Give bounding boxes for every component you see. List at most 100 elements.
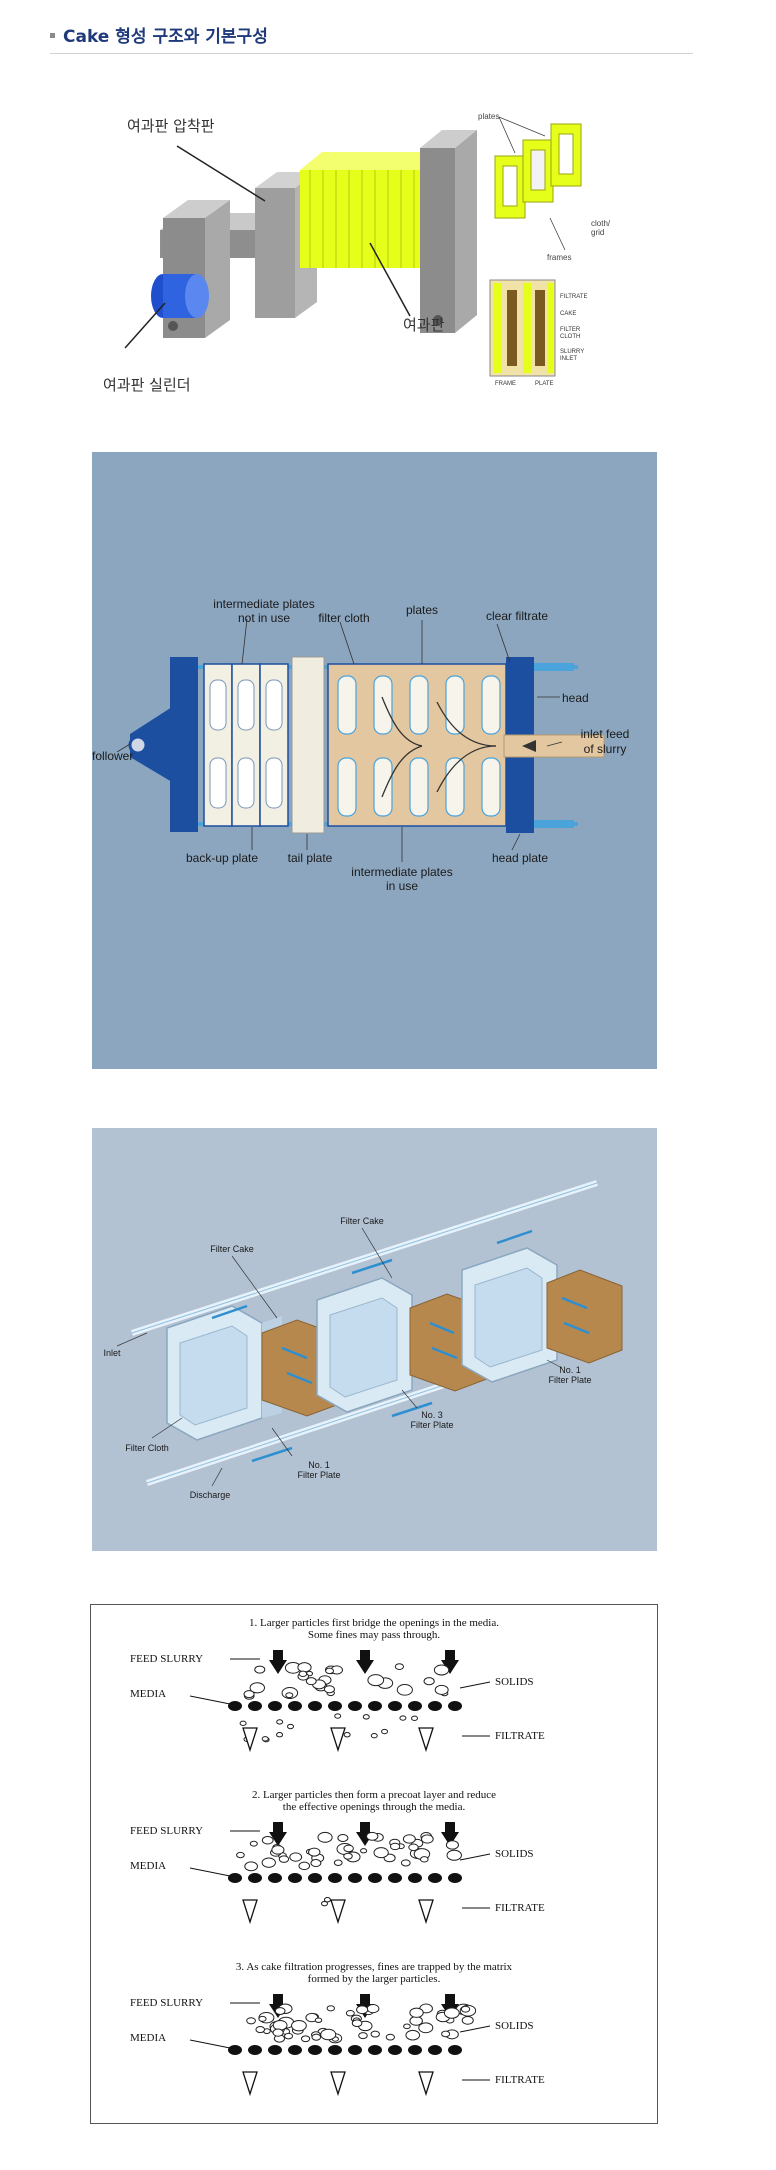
solid-particle bbox=[310, 1859, 322, 1867]
media-fiber bbox=[348, 2045, 362, 2055]
inset-label-frames: frames bbox=[547, 253, 571, 262]
inset-label-plate: PLATE bbox=[535, 381, 554, 387]
label-int-use-1: intermediate plates bbox=[351, 865, 452, 879]
cake-filtration-stages-figure: 1. Larger particles first bridge the ope… bbox=[90, 1604, 658, 2124]
bullet-icon bbox=[50, 33, 55, 38]
label-discharge: Discharge bbox=[190, 1490, 231, 1500]
solid-particle bbox=[246, 2017, 256, 2025]
inset-label-cloth-grid-2: grid bbox=[591, 228, 604, 237]
fine-particle bbox=[362, 1714, 370, 1720]
media-fiber bbox=[388, 2045, 402, 2055]
label-inlet-2: of slurry bbox=[584, 742, 627, 756]
media-fiber bbox=[348, 1701, 362, 1711]
stage-caption-line-2: the effective openings through the media… bbox=[283, 1801, 466, 1813]
media-fiber bbox=[228, 2045, 242, 2055]
media-fiber bbox=[268, 2045, 282, 2055]
filtrate-arrow-icon bbox=[330, 2071, 346, 2097]
label-filter-cloth: filter cloth bbox=[318, 611, 369, 625]
filtrate-arrow-icon bbox=[418, 1899, 434, 1925]
stage-caption-line-1: 3. As cake filtration progresses, fines … bbox=[236, 1961, 513, 1973]
solid-particle bbox=[261, 1835, 274, 1845]
label-head-plate: head plate bbox=[492, 851, 548, 865]
media-fiber bbox=[448, 2045, 462, 2055]
media-fiber bbox=[408, 1873, 422, 1883]
label-int-not-2: not in use bbox=[238, 611, 290, 625]
solid-particle bbox=[385, 2033, 395, 2041]
filtration-stage: 3. As cake filtration progresses, fines … bbox=[130, 1961, 545, 2097]
solid-particle bbox=[443, 2007, 460, 2019]
label-int-use-2: in use bbox=[386, 879, 418, 893]
inset-label-slurry-inlet-1: SLURRY bbox=[560, 349, 584, 355]
inset-label-filtrate: FILTRATE bbox=[560, 294, 587, 300]
stage-caption-line-2: Some fines may pass through. bbox=[308, 1629, 441, 1641]
media-fiber bbox=[288, 1873, 302, 1883]
media-fiber bbox=[448, 1873, 462, 1883]
heading-divider bbox=[50, 53, 693, 54]
filtrate-arrow-icon bbox=[242, 1899, 258, 1925]
solid-particle bbox=[345, 2009, 355, 2017]
media-fiber bbox=[328, 1701, 342, 1711]
solid-particle bbox=[244, 1861, 258, 1872]
solid-particle bbox=[291, 2020, 307, 2032]
solid-particle bbox=[298, 1861, 311, 1871]
solid-particle bbox=[408, 1843, 419, 1852]
stage-caption-line-1: 1. Larger particles first bridge the ope… bbox=[249, 1617, 499, 1629]
solid-particle bbox=[297, 1662, 312, 1673]
media-fiber bbox=[368, 1701, 382, 1711]
inset-cross-section: FILTRATE CAKE FILTER CLOTH SLURRY INLET … bbox=[489, 279, 587, 387]
label-filter-plate: 여과판 bbox=[403, 316, 445, 334]
label-no3-1: No. 3 bbox=[421, 1410, 443, 1420]
filtrate-label: FILTRATE bbox=[495, 1902, 545, 1914]
media-fiber bbox=[428, 1701, 442, 1711]
fine-particle bbox=[276, 1719, 284, 1725]
filtrate-arrow-icon bbox=[330, 1727, 346, 1753]
media-fiber bbox=[328, 1873, 342, 1883]
solid-particle bbox=[433, 1664, 450, 1676]
label-filter-cloth-3: Filter Cloth bbox=[125, 1443, 169, 1453]
label-filter-cake-left: Filter Cake bbox=[210, 1244, 254, 1254]
solid-particle bbox=[308, 1847, 321, 1857]
filtrate-label: FILTRATE bbox=[495, 1730, 545, 1742]
solid-particle bbox=[285, 1692, 294, 1699]
media-label: MEDIA bbox=[130, 1860, 166, 1872]
label-follower: follower bbox=[92, 749, 133, 763]
solid-particle bbox=[314, 2017, 323, 2023]
solid-particle bbox=[420, 1834, 434, 1844]
media-fiber bbox=[288, 1701, 302, 1711]
filter-press-section-figure: intermediate plates not in use filter cl… bbox=[92, 452, 657, 1069]
media-label: MEDIA bbox=[130, 1688, 166, 1700]
solid-particle bbox=[351, 2019, 363, 2028]
feed-arrow-icon bbox=[356, 1650, 374, 1674]
inset-label-cake: CAKE bbox=[560, 311, 576, 317]
inset-plates-frames: plates cloth/ grid frames bbox=[478, 112, 611, 262]
solid-particle bbox=[461, 2015, 474, 2025]
solid-particle bbox=[343, 1852, 353, 1860]
label-int-not-1: intermediate plates bbox=[213, 597, 314, 611]
solids-label: SOLIDS bbox=[495, 1848, 534, 1860]
solid-particle bbox=[249, 1682, 266, 1694]
solid-particle bbox=[305, 1677, 317, 1686]
solid-particle bbox=[367, 1674, 385, 1687]
fine-particle bbox=[334, 1713, 342, 1719]
solid-particle bbox=[418, 2022, 434, 2034]
solid-particle bbox=[249, 1840, 258, 1847]
filtration-stage: 1. Larger particles first bridge the ope… bbox=[130, 1617, 545, 1753]
label-cylinder: 여과판 실린더 bbox=[103, 376, 191, 394]
solid-particle bbox=[394, 1663, 404, 1670]
label-clear-filtrate: clear filtrate bbox=[486, 609, 548, 623]
solid-particle bbox=[409, 2007, 424, 2018]
feed-slurry-label: FEED SLURRY bbox=[130, 1997, 203, 2009]
media-fiber bbox=[228, 1701, 242, 1711]
solid-particle bbox=[272, 2028, 284, 2037]
label-filter-cake-top: Filter Cake bbox=[340, 1216, 384, 1226]
solid-particle bbox=[254, 1665, 266, 1674]
fine-particle bbox=[399, 1715, 407, 1721]
media-fiber bbox=[248, 1701, 262, 1711]
solid-particle bbox=[460, 2005, 471, 2013]
solid-particle bbox=[400, 1859, 411, 1867]
media-fiber bbox=[388, 1701, 402, 1711]
stage-caption-line-2: formed by the larger particles. bbox=[308, 1973, 441, 1985]
solid-particle bbox=[445, 1840, 459, 1850]
solid-particle bbox=[366, 1831, 379, 1841]
label-tail-plate: tail plate bbox=[288, 851, 333, 865]
